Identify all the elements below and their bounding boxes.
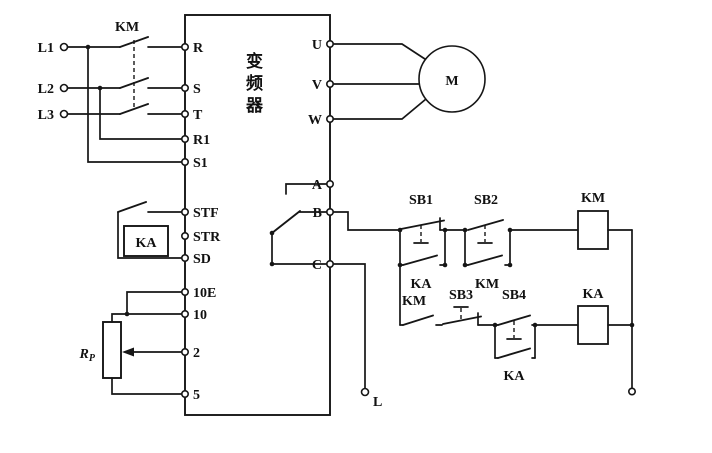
km-interlock-contact: KM <box>399 294 443 326</box>
l1-terminal <box>59 42 69 52</box>
control-circuit: L SB1 SB2 KM <box>332 191 636 410</box>
terminal-5: 5 <box>193 388 200 403</box>
terminal-b: B <box>313 206 322 221</box>
l2-terminal <box>59 83 69 93</box>
terminal-v: V <box>312 78 322 93</box>
potentiometer-body <box>102 321 122 379</box>
ka-contact-frame <box>123 225 169 257</box>
sb2-label: SB2 <box>474 193 498 208</box>
l-terminal-label: L <box>373 395 382 410</box>
inverter-right-terminals: U V W A B C <box>308 38 334 273</box>
sb1-button: SB1 <box>400 193 445 244</box>
terminal-a: A <box>312 178 323 193</box>
ka-aux-contact: KA <box>399 254 446 292</box>
sb4-button: SB4 <box>494 288 536 340</box>
power-input-section: L1 L2 L3 KM <box>38 20 183 163</box>
km-interlock-label: KM <box>402 294 426 309</box>
motor-circle <box>418 45 486 113</box>
terminal-c: C <box>312 258 322 273</box>
km-aux-label: KM <box>475 277 499 292</box>
km-main-label: KM <box>115 20 139 35</box>
km-coil: KM <box>577 191 609 250</box>
sb1-label: SB1 <box>409 193 433 208</box>
motor-section: M <box>332 43 486 120</box>
sb4-label: SB4 <box>502 288 526 303</box>
ka-contact-label: KA <box>136 236 158 251</box>
ka-coil: KA <box>577 287 609 345</box>
ka-aux-label: KA <box>411 277 433 292</box>
terminal-stf: STF <box>193 206 219 221</box>
control-feed-wire <box>332 211 401 231</box>
terminal-s: S <box>193 82 201 97</box>
l3-terminal <box>59 109 69 119</box>
c-to-l-wire <box>332 263 366 390</box>
ka-coil-label: KA <box>583 287 605 302</box>
terminal-w: W <box>308 113 322 128</box>
km-aux-contact: KM <box>464 254 511 292</box>
terminal-t: T <box>193 108 203 123</box>
inverter-left-terminals: R S T R1 S1 STF STR SD 10E 10 2 5 <box>181 41 221 403</box>
terminal-r1: R1 <box>193 133 210 148</box>
potentiometer-section: RP <box>79 291 183 395</box>
l2-label: L2 <box>38 82 54 97</box>
sb3-label: SB3 <box>449 288 473 303</box>
l-terminal <box>360 387 370 397</box>
terminal-s1: S1 <box>193 156 208 171</box>
terminal-10: 10 <box>193 308 207 323</box>
terminal-10e: 10E <box>193 286 216 301</box>
ka-selfhold-label: KA <box>504 369 526 384</box>
sb3-button: SB3 <box>442 288 482 326</box>
rp-label: RP <box>79 347 96 364</box>
terminal-u: U <box>312 38 322 53</box>
l1-label: L1 <box>38 41 54 56</box>
wiper-arrow <box>122 347 134 357</box>
terminal-2: 2 <box>193 346 200 361</box>
fault-relay-contact <box>271 183 328 265</box>
ka-stf-contact: KA <box>117 201 183 259</box>
s1-tap-wire <box>87 46 183 163</box>
ka-selfhold-contact: KA <box>494 324 536 384</box>
l3-label: L3 <box>38 108 54 123</box>
motor-label: M <box>445 74 458 89</box>
control-return-terminal <box>627 387 636 396</box>
inverter-title: 变频器 <box>243 52 262 118</box>
sb2-button: SB2 <box>467 193 504 244</box>
r1-tap-wire <box>99 87 183 140</box>
terminal-r: R <box>193 41 204 56</box>
terminal-sd: SD <box>193 252 211 267</box>
terminal-str: STR <box>193 230 221 245</box>
km-coil-label: KM <box>581 191 605 206</box>
km-main-contacts: KM <box>115 20 149 115</box>
junction-dots <box>85 44 635 328</box>
